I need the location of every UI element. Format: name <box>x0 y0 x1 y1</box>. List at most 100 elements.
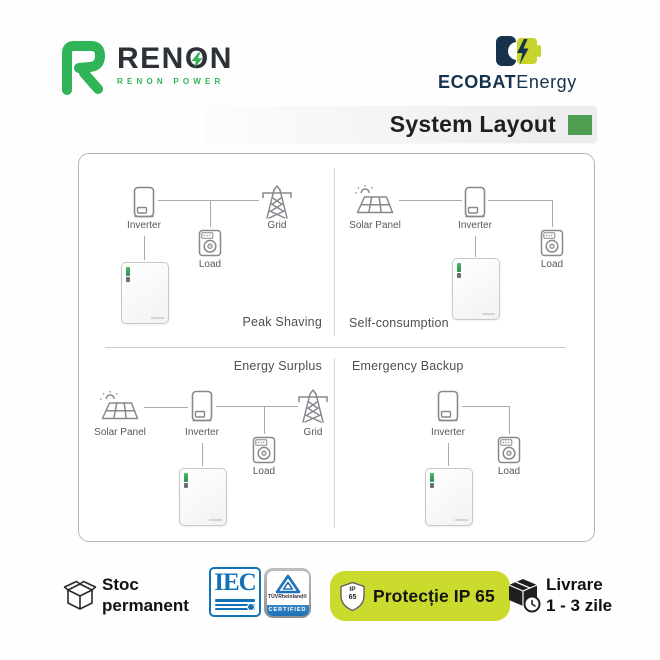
connector-line <box>399 200 462 202</box>
battery-unit <box>179 468 227 526</box>
connector-line <box>144 236 146 260</box>
battery-brand-strip <box>126 277 130 282</box>
ip-shield-icon: IP 65 <box>339 581 366 612</box>
quadrant-caption-self-consumption: Self-consumption <box>349 316 449 330</box>
battery-brand-strip <box>430 483 434 488</box>
node-label: Load <box>252 466 276 477</box>
renon-tagline: RENON POWER <box>117 77 225 86</box>
grid-pylon-icon <box>260 184 294 220</box>
node-load <box>252 436 276 469</box>
node-label: Inverter <box>458 220 492 231</box>
shield-text-ip: IP <box>349 585 356 593</box>
connector-line <box>462 406 510 408</box>
protection-label: Protecție IP 65 <box>373 585 495 606</box>
solar-panel-icon <box>99 390 141 424</box>
shield-text-65: 65 <box>348 593 357 601</box>
quadrant-caption-peak-shaving: Peak Shaving <box>242 315 322 329</box>
divider-horizontal <box>105 347 566 349</box>
inverter-icon <box>191 390 213 424</box>
renon-logo-mark <box>62 41 105 95</box>
stock-line2: permanent <box>102 596 189 615</box>
node-load <box>198 229 222 262</box>
connector-line <box>144 407 188 409</box>
node-inverter <box>437 390 459 429</box>
title-band: System Layout <box>205 106 597 143</box>
inverter-icon <box>437 390 459 424</box>
ecobat-wordmark-bold: ECOBAT <box>438 72 517 92</box>
load-meter-icon <box>252 436 276 464</box>
battery-label-mark <box>151 317 164 319</box>
connector-line <box>448 443 450 466</box>
node-label: Load <box>497 466 521 477</box>
quadrant-caption-emergency-backup: Emergency Backup <box>352 359 464 373</box>
delivery-line1: Livrare <box>546 575 603 594</box>
node-label: Inverter <box>185 427 219 438</box>
ecobat-wordmark-regular: Energy <box>516 72 577 92</box>
load-meter-icon <box>198 229 222 257</box>
battery-unit <box>425 468 473 526</box>
load-meter-icon <box>540 229 564 257</box>
battery-unit <box>121 262 169 324</box>
renon-name-post: N <box>209 42 233 75</box>
battery-brand-strip <box>184 473 188 482</box>
package-box-icon <box>63 580 97 610</box>
battery-unit <box>452 258 500 320</box>
node-grid <box>296 388 330 429</box>
node-label: Solar Panel <box>349 220 401 231</box>
node-grid <box>260 184 294 225</box>
node-load <box>540 229 564 262</box>
node-solar-panel <box>354 184 396 223</box>
battery-brand-strip <box>430 473 434 482</box>
connector-line <box>202 443 204 466</box>
iec-letters: IEC <box>214 569 256 596</box>
battery-label-mark <box>482 313 495 315</box>
ecobat-wordmark: ECOBATEnergy <box>438 72 577 93</box>
stock-badge: Stoc permanent <box>102 574 189 616</box>
divider-vertical <box>334 168 336 336</box>
connector-line <box>475 236 477 257</box>
connector-line <box>210 200 212 227</box>
connector-line <box>488 200 553 202</box>
inverter-icon <box>464 186 486 220</box>
node-label: Load <box>198 259 222 270</box>
node-inverter <box>191 390 213 429</box>
delivery-badge: Livrare 1 - 3 zile <box>546 574 612 616</box>
delivery-package-clock-icon <box>508 579 541 613</box>
delivery-line2: 1 - 3 zile <box>546 596 613 615</box>
renon-name-o: O <box>185 44 210 74</box>
connector-line <box>509 406 511 434</box>
solar-panel-icon <box>354 184 396 218</box>
iec-dot <box>247 603 255 611</box>
node-load <box>497 436 521 469</box>
battery-label-mark <box>455 519 468 521</box>
node-label: Inverter <box>431 427 465 438</box>
node-label: Load <box>540 259 564 270</box>
node-solar-panel <box>99 390 141 429</box>
battery-brand-strip <box>184 483 188 488</box>
node-label: Solar Panel <box>94 427 146 438</box>
ecobat-logo: ECOBATEnergy <box>438 34 600 96</box>
connector-line <box>216 406 298 408</box>
tuv-certification-badge: TÜVRheinland® CERTIFIED <box>264 568 311 618</box>
renon-logo: RENON RENON POWER <box>60 38 290 96</box>
lightning-bolt-icon <box>191 52 203 68</box>
ecobat-battery-icon <box>496 36 541 66</box>
iec-certification-badge: IEC <box>209 567 261 617</box>
connector-line <box>158 200 259 202</box>
renon-wordmark: RENON RENON POWER <box>117 44 233 87</box>
tuv-triangle-icon <box>275 574 300 593</box>
node-label: Inverter <box>127 220 161 231</box>
title-accent-square <box>568 114 592 135</box>
renon-name-pre: REN <box>117 42 185 75</box>
inverter-icon <box>133 186 155 220</box>
battery-brand-strip <box>126 267 130 276</box>
stock-line1: Stoc <box>102 575 139 594</box>
quadrant-caption-energy-surplus: Energy Surplus <box>233 359 322 373</box>
iec-stripes <box>215 597 255 610</box>
tuv-certified-band: CERTIFIED <box>266 604 309 616</box>
renon-name: RENON <box>117 44 233 74</box>
node-label: Grid <box>303 427 323 438</box>
battery-label-mark <box>209 519 222 521</box>
battery-brand-strip <box>457 273 461 278</box>
